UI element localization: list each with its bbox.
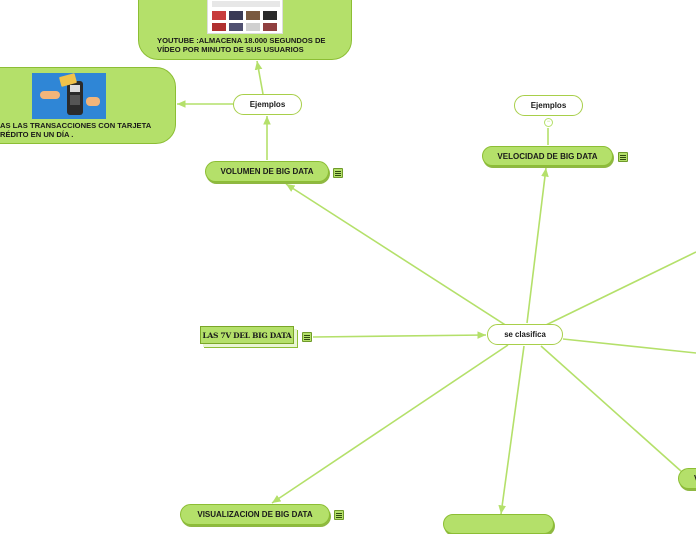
link-center-velocidad (526, 167, 549, 324)
link-center-visualizacion (271, 344, 509, 504)
note-icon[interactable] (618, 152, 628, 162)
link-center-right-mid (562, 338, 696, 354)
link-center-volumen (285, 183, 511, 329)
velocidad-node[interactable]: VELOCIDAD DE BIG DATA (482, 146, 613, 166)
youtube-example-text: YOUTUBE :ALMACENA 18.000 SEGUNDOS DE VÍD… (157, 36, 326, 54)
central-node[interactable]: se clasifica (487, 324, 563, 345)
right-branch-label: V (694, 474, 696, 483)
link-title-center (312, 331, 487, 339)
ejemplos-volumen-node[interactable]: Ejemplos (233, 94, 302, 115)
volumen-node[interactable]: VOLUMEN DE BIG DATA (205, 161, 329, 182)
card-transactions-text: AS LAS TRANSACCIONES CON TARJETA RÉDITO … (0, 121, 152, 139)
link-center-right-lower (540, 345, 683, 473)
main-title-node[interactable]: LAS 7V DEL BIG DATA (200, 326, 294, 344)
visualizacion-node[interactable]: VISUALIZACION DE BIG DATA (180, 504, 330, 525)
bottom-branch-node[interactable] (443, 514, 554, 534)
right-branch-node[interactable]: V (678, 468, 696, 489)
collapse-toggle-icon[interactable]: − (544, 118, 553, 127)
youtube-thumbnail-image (207, 0, 283, 34)
link-center-right-upper (545, 251, 696, 326)
note-icon[interactable] (302, 332, 312, 342)
note-icon[interactable] (334, 510, 344, 520)
note-icon[interactable] (333, 168, 343, 178)
card-payment-icon (32, 73, 106, 119)
connection-lines (177, 60, 696, 515)
ejemplos-velocidad-node[interactable]: Ejemplos (514, 95, 583, 116)
link-center-bottom (498, 345, 525, 515)
link-ejemplos-youtube (254, 60, 264, 95)
